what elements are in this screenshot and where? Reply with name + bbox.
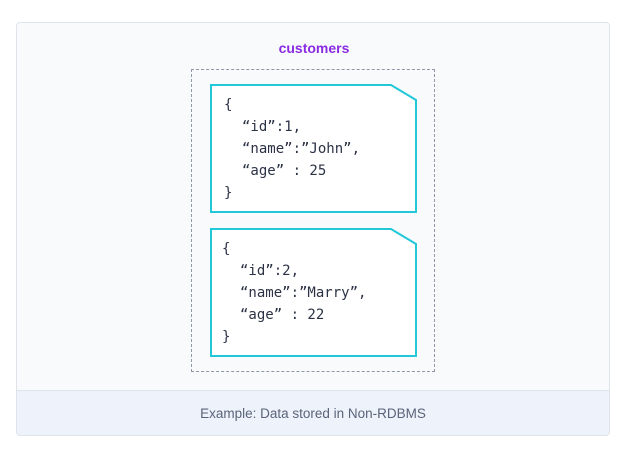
diagram-caption: Example: Data stored in Non-RDBMS <box>17 390 609 435</box>
document-1-field-name: “name”:”John”, <box>242 141 361 157</box>
collection-title: customers <box>278 40 350 56</box>
document-1-field-age: “age” : 25 <box>242 163 327 179</box>
document-1-close-brace: } <box>224 185 233 201</box>
document-2-close-brace: } <box>222 329 231 345</box>
document-2-open-brace: { <box>222 241 231 257</box>
document-1-open-brace: { <box>224 97 233 113</box>
document-1-field-id: “id”:1, <box>242 119 302 135</box>
document-2-field-name: “name”:”Marry”, <box>240 285 367 301</box>
document-2-field-id: “id”:2, <box>240 263 300 279</box>
collection-container <box>191 69 435 372</box>
document-2-field-age: “age” : 22 <box>240 307 325 323</box>
